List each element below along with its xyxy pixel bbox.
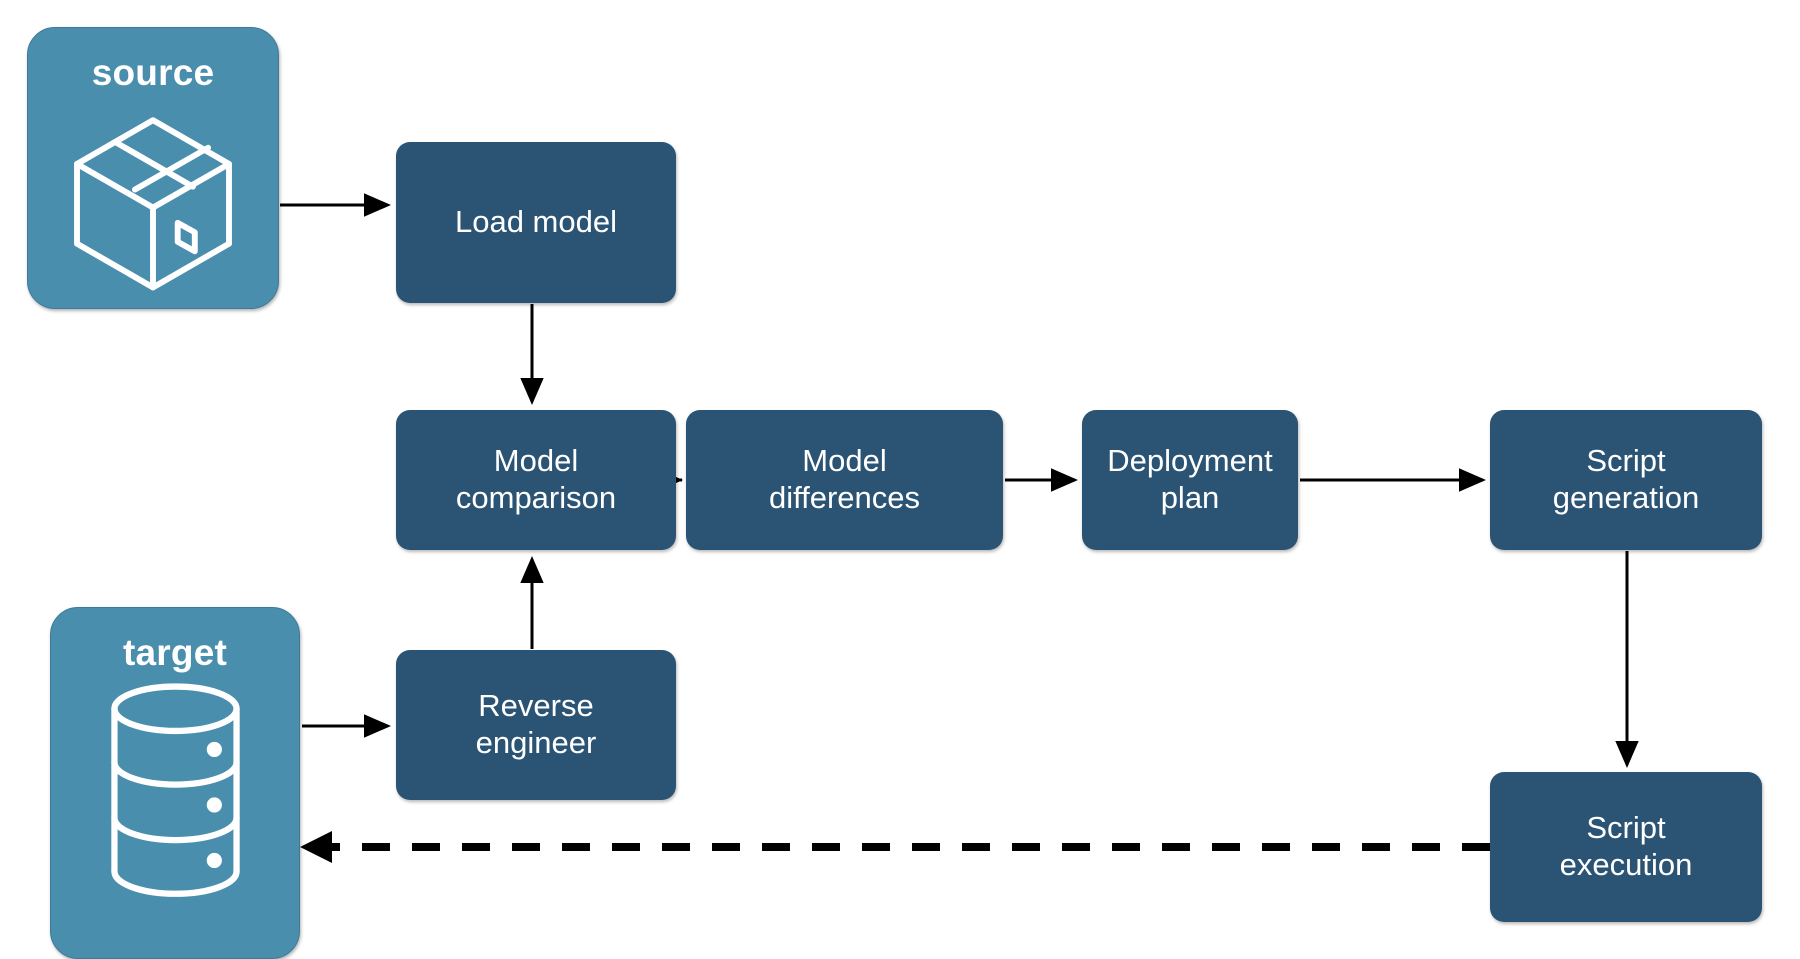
label-line-2: plan [1160, 480, 1220, 515]
label-line-2: execution [1559, 847, 1693, 882]
process-box-script-execution[interactable]: Script execution [1490, 772, 1762, 922]
process-box-load-model[interactable]: Load model [396, 142, 676, 303]
database-cylinder-icon [51, 671, 299, 958]
label-line-2: engineer [475, 725, 597, 760]
label-line-1: Script [1586, 443, 1666, 479]
process-box-reverse-engineer[interactable]: Reverse engineer [396, 650, 676, 800]
process-box-model-comparison[interactable]: Model comparison [396, 410, 676, 550]
package-box-icon [28, 91, 278, 308]
process-box-script-execution-label: Script execution [1560, 810, 1693, 883]
endpoint-card-target[interactable]: target [50, 607, 300, 959]
process-box-model-differences[interactable]: Model differences [686, 410, 1003, 550]
process-box-model-comparison-label: Model comparison [456, 443, 616, 516]
label-line-1: Deployment [1107, 443, 1273, 479]
endpoint-card-target-label: target [123, 632, 227, 673]
endpoint-card-source[interactable]: source [27, 27, 279, 309]
process-box-script-generation[interactable]: Script generation [1490, 410, 1762, 550]
label-line-1: Script [1586, 810, 1666, 846]
label-line-1: Reverse [478, 688, 594, 724]
label-line-1: Model [802, 443, 887, 479]
label-line-2: comparison [455, 480, 617, 515]
process-box-deployment-plan[interactable]: Deployment plan [1082, 410, 1298, 550]
label-line-2: differences [768, 480, 921, 515]
process-box-reverse-engineer-label: Reverse engineer [476, 688, 597, 761]
process-box-deployment-plan-label: Deployment plan [1107, 443, 1272, 516]
connector-script-execution-to-target-arrowhead [300, 831, 332, 863]
label-line-2: generation [1552, 480, 1700, 515]
process-box-script-generation-label: Script generation [1553, 443, 1700, 516]
endpoint-card-source-label: source [91, 52, 215, 93]
process-box-model-differences-label: Model differences [769, 443, 920, 516]
label-line-1: Model [493, 443, 579, 479]
process-box-load-model-label: Load model [454, 204, 617, 240]
